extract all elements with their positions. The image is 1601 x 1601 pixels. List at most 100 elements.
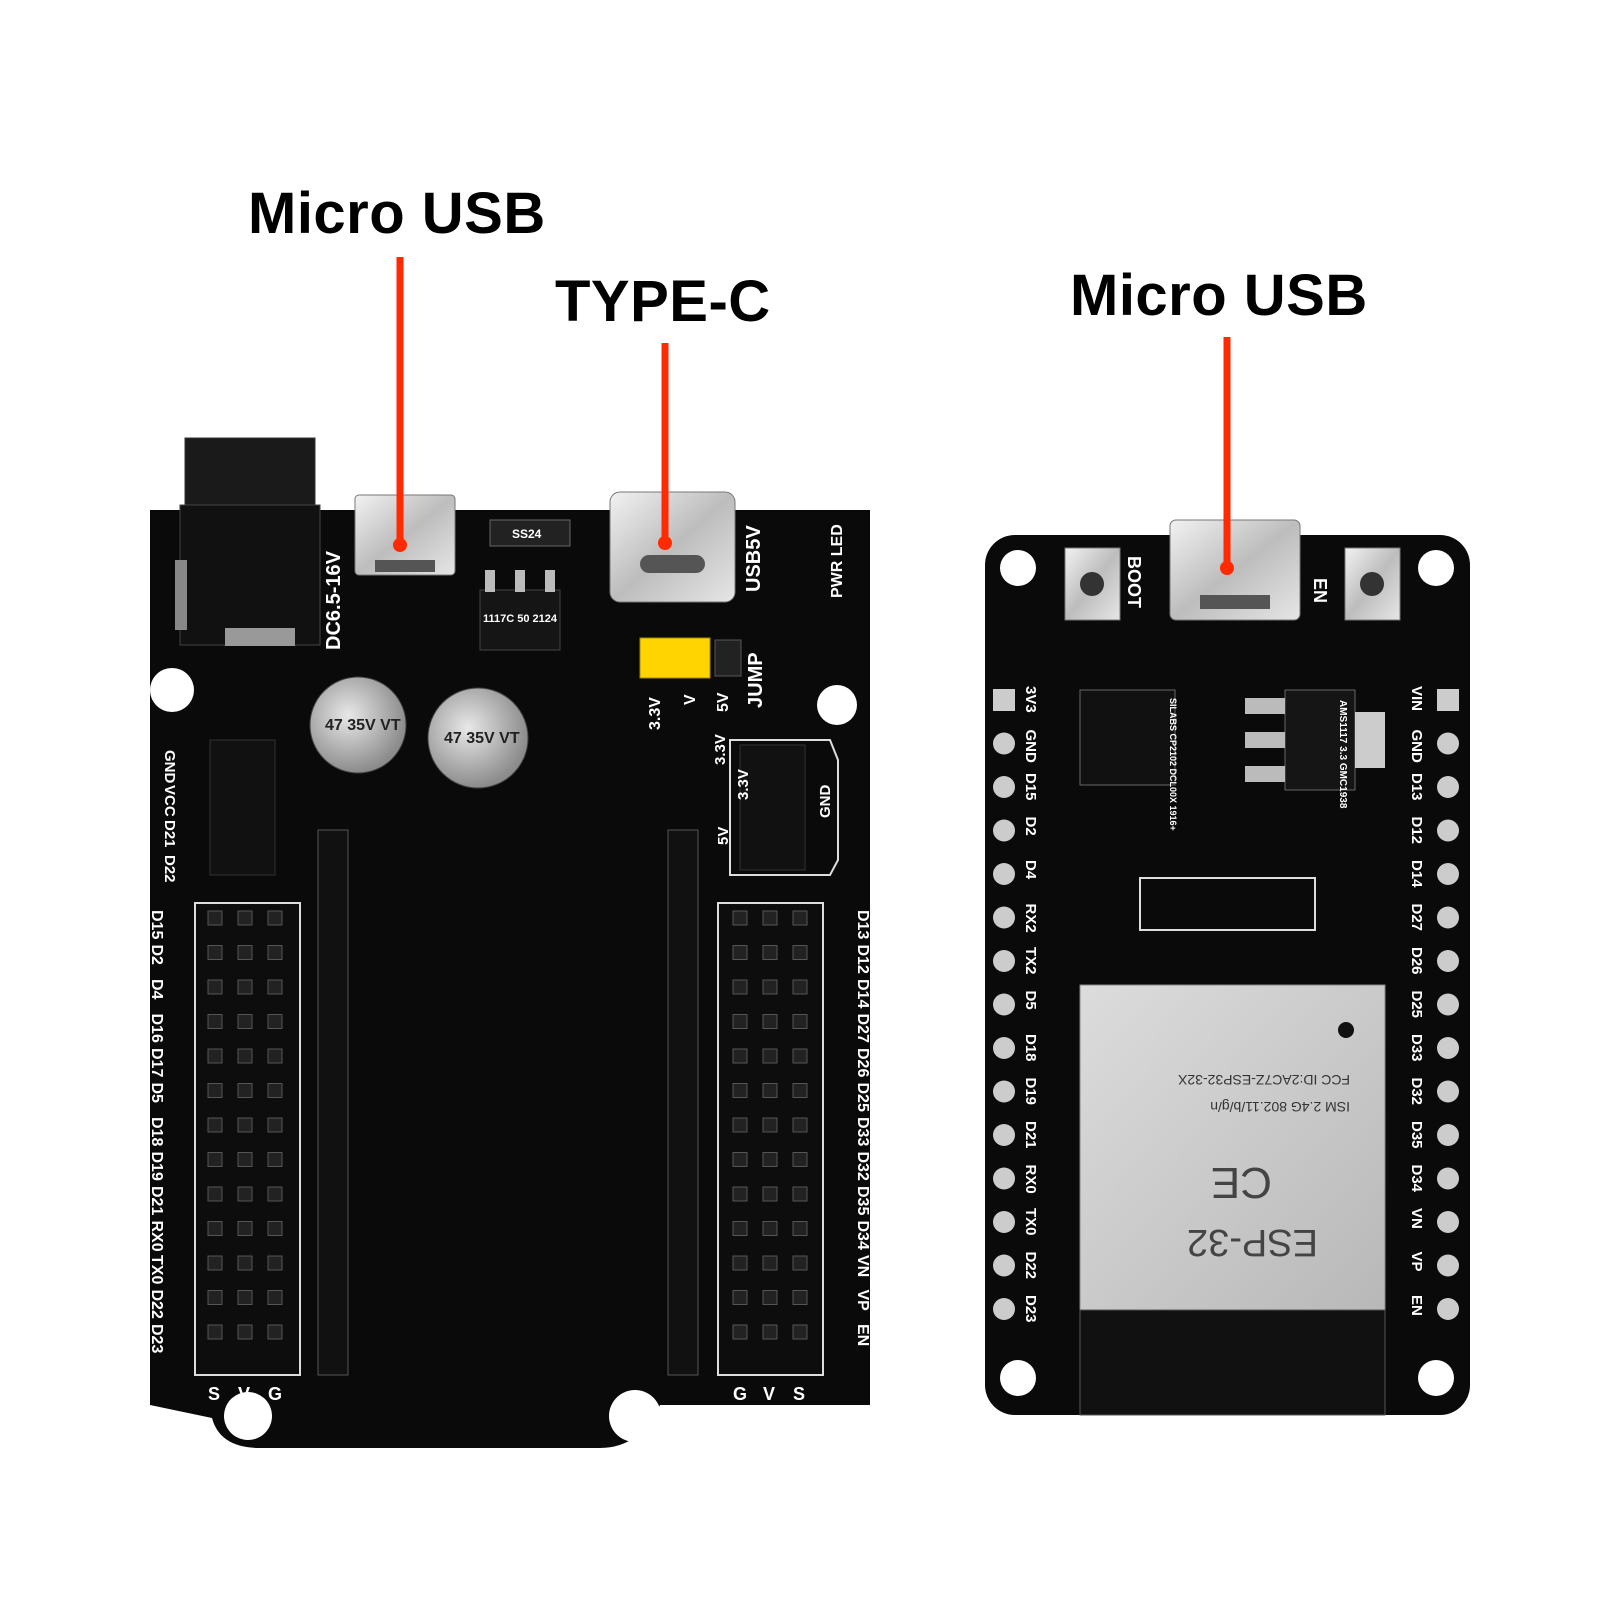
power-select-jumper — [639, 637, 742, 679]
svg-text:AMS1117 3.3 GMC1938: AMS1117 3.3 GMC1938 — [1337, 700, 1348, 809]
shield-left-pin-label: D5 — [148, 1083, 165, 1104]
header-pin — [207, 1048, 223, 1064]
esp32-left-pin-label: TX2 — [1022, 947, 1039, 975]
shield-right-pin-label: D25 — [854, 1083, 871, 1112]
header-pin — [207, 1014, 223, 1029]
shield-right-pin-label: D33 — [854, 1117, 871, 1146]
esp32-right-pin-label: D26 — [1408, 947, 1425, 975]
header-pin — [762, 1048, 778, 1064]
column-label: G — [733, 1384, 747, 1404]
esp32-pin-pad — [993, 1254, 1015, 1277]
header-pin — [267, 1290, 283, 1305]
esp32-devkit-board: BOOT EN SILABS CP2102 DCL00X 1916+ AMS11… — [985, 519, 1470, 1416]
esp32-right-pin-label: VP — [1408, 1252, 1425, 1272]
esp32-left-pin-row: 3V3GNDD15D2D4RX2TX2D5D18D19D21RX0TX0D22D… — [993, 686, 1039, 1323]
esp32-left-pin-label: TX0 — [1022, 1208, 1039, 1236]
esp32-left-pin-label: D18 — [1022, 1034, 1039, 1062]
esp32-right-pin-label: D13 — [1408, 773, 1425, 801]
module-ce-mark: CE — [1211, 1158, 1272, 1207]
esp32-right-pin-label: GND — [1408, 730, 1425, 764]
jumper-option-3v3: 3.3V — [647, 697, 664, 730]
header-pin — [207, 1083, 223, 1098]
shield-left-pin-label: D21 — [148, 1186, 165, 1215]
jumper-option-v: V — [682, 694, 699, 705]
shield-right-pin-label: D26 — [854, 1048, 871, 1077]
svg-text:5V: 5V — [715, 827, 732, 845]
shield-right-pin-label: D14 — [854, 979, 871, 1008]
header-pin — [267, 1014, 283, 1029]
header-pin — [267, 1117, 283, 1133]
header-pin — [762, 1117, 778, 1133]
header-pin — [792, 1324, 808, 1340]
esp32-right-pin-label: D34 — [1408, 1165, 1425, 1193]
header-pin — [792, 1186, 808, 1202]
esp32-pin-pad — [1437, 1211, 1459, 1233]
header-pin — [207, 1117, 223, 1133]
callout-left-micro-usb: Micro USB — [248, 181, 546, 246]
esp32-left-pin-label: GND — [1022, 730, 1039, 764]
header-pin — [267, 945, 283, 960]
esp32-left-pin-label: D23 — [1022, 1295, 1039, 1323]
svg-text:GND: GND — [817, 785, 834, 819]
left-female-header — [317, 829, 349, 1376]
esp32-right-pin-label: D33 — [1408, 1034, 1425, 1062]
header-pin — [732, 979, 748, 995]
esp32-pin-pad — [1437, 732, 1459, 755]
header-pin — [237, 1186, 253, 1202]
header-pin — [732, 1186, 748, 1202]
header-pin — [762, 1186, 778, 1202]
header-pin — [762, 945, 778, 960]
shield-voltage-regulator: 1117C 50 2124 — [479, 570, 561, 651]
shield-left-pin-label: D18 — [148, 1117, 165, 1146]
esp32-pin-pad — [1437, 689, 1459, 711]
shield-right-pin-label: D12 — [854, 945, 871, 974]
esp32-pin-pad — [993, 993, 1015, 1016]
header-pin — [267, 1048, 283, 1064]
esp32-pin-pad — [993, 1167, 1015, 1190]
shield-left-pin-label: D4 — [148, 979, 165, 1000]
esp32-left-pin-label: D15 — [1022, 773, 1039, 801]
header-pin — [732, 1117, 748, 1133]
header-pin — [237, 979, 253, 995]
header-pin — [762, 1152, 778, 1167]
header-pin — [792, 1117, 808, 1133]
esp32-right-pin-label: D27 — [1408, 904, 1425, 932]
shield-left-pin-label: D23 — [148, 1324, 165, 1353]
header-pin — [732, 1324, 748, 1340]
column-label: V — [763, 1384, 775, 1404]
header-pin — [267, 910, 283, 926]
header-pin — [207, 1324, 223, 1340]
esp32-voltage-regulator: AMS1117 3.3 GMC1938 — [1245, 689, 1385, 809]
header-pin — [207, 979, 223, 995]
column-label: G — [268, 1384, 282, 1404]
esp32-pin-pad — [993, 1211, 1015, 1233]
header-pin — [207, 1221, 223, 1236]
header-pin — [792, 979, 808, 995]
header-pin — [792, 945, 808, 960]
shield-right-pin-label: D13 — [854, 910, 871, 939]
shield-left-pin-label: D16 — [148, 1014, 165, 1043]
esp32-pin-pad — [993, 1124, 1015, 1146]
esp32-pin-pad — [1437, 819, 1459, 842]
esp32-left-pin-label: 3V3 — [1022, 686, 1039, 713]
shield-right-pin-label: VN — [854, 1255, 871, 1277]
header-pin — [792, 1014, 808, 1029]
header-pin — [207, 945, 223, 960]
header-pin — [732, 910, 748, 926]
aux-header: GND VCC D21 D22 — [161, 739, 276, 883]
esp32-right-pin-label: VIN — [1408, 686, 1425, 711]
header-pin — [207, 1255, 223, 1271]
esp32-left-pin-label: D4 — [1022, 860, 1039, 880]
esp32-pin-pad — [993, 819, 1015, 842]
header-pin — [792, 1255, 808, 1271]
module-fcc-text: FCC ID:2AC7Z-ESP32-32X — [1177, 1072, 1350, 1088]
header-pin — [762, 1083, 778, 1098]
esp32-pin-pad — [1437, 906, 1459, 929]
esp32-left-pin-label: D19 — [1022, 1078, 1039, 1106]
header-pin — [732, 1221, 748, 1236]
header-pin — [267, 979, 283, 995]
esp32-left-pin-label: D5 — [1022, 991, 1039, 1010]
esp32-pin-pad — [1437, 1124, 1459, 1146]
esp32-pin-pad — [1437, 1167, 1459, 1190]
